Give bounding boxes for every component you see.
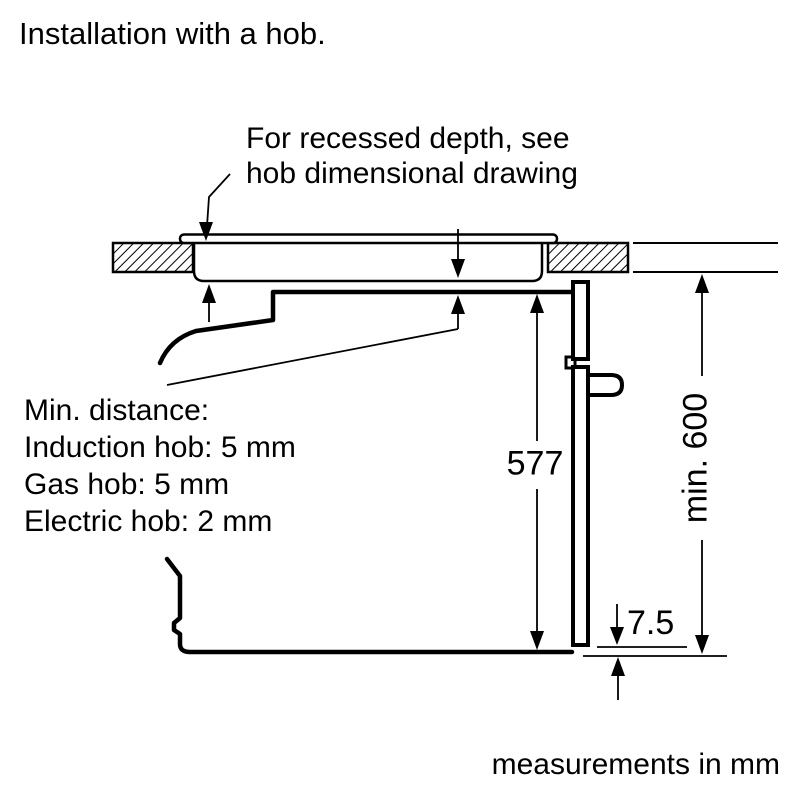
min-distance-induction: Induction hob: 5 mm <box>24 431 296 464</box>
hob-cross-section <box>178 233 559 283</box>
hob-tub <box>192 239 544 283</box>
door-seam-tab <box>564 355 577 370</box>
dimension-label-7-5: 7.5 <box>627 604 675 642</box>
worktop-extension-lines <box>633 242 778 273</box>
arrow-up-577 <box>530 294 544 313</box>
arrow-down-recessed-center <box>451 259 465 278</box>
min-distance-electric: Electric hob: 2 mm <box>24 505 273 538</box>
arrow-up-min-distance-right <box>451 295 465 314</box>
oven-front <box>564 280 625 647</box>
control-panel-front <box>571 280 590 361</box>
min-distance-heading: Min. distance: <box>24 394 210 427</box>
arrow-up-75 <box>611 657 625 676</box>
recessed-depth-note: For recessed depth, see hob dimensional … <box>246 121 578 191</box>
recessed-depth-note-line2: hob dimensional drawing <box>246 157 578 190</box>
arrow-down-577 <box>530 631 544 650</box>
units-note: measurements in mm <box>491 748 780 781</box>
arrow-down-recessed-left <box>199 222 213 241</box>
oven-body-outline <box>157 289 576 655</box>
min-distance-note: Min. distance: Induction hob: 5 mm Gas h… <box>24 392 296 540</box>
arrow-down-75 <box>610 627 624 645</box>
oven-top-profile <box>157 289 576 366</box>
dimension-label-min-600: min. 600 <box>676 392 715 524</box>
recessed-depth-leader <box>206 173 231 227</box>
page-title: Installation with a hob. <box>19 16 326 51</box>
arrow-up-600 <box>695 274 709 293</box>
min-distance-gas: Gas hob: 5 mm <box>24 468 230 501</box>
worktop-right-hatch <box>546 241 630 274</box>
oven-door-front <box>571 365 590 647</box>
arrow-up-min-distance-left <box>202 284 216 303</box>
control-knob <box>586 373 625 397</box>
arrowheads <box>199 222 709 676</box>
dimension-linework <box>166 173 727 700</box>
arrow-down-600 <box>695 635 709 654</box>
oven-bottom-profile <box>164 556 575 655</box>
worktop-left-hatch <box>111 241 195 274</box>
dimension-label-577: 577 <box>506 444 564 483</box>
recessed-depth-note-line1: For recessed depth, see <box>246 122 570 155</box>
min-distance-leader <box>166 328 459 386</box>
hob-top-plate <box>178 233 559 245</box>
